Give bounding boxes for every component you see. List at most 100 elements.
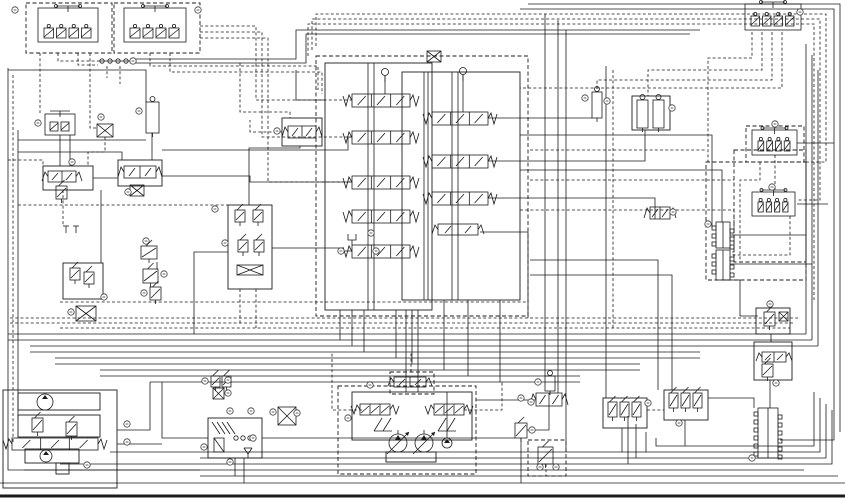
tank-top-cross — [212, 387, 225, 400]
aux-pump-lower — [24, 448, 80, 464]
callout-marker — [581, 94, 589, 102]
left-valve-3 — [142, 262, 159, 287]
small-valve-block — [281, 117, 323, 147]
swing-motor-block — [227, 204, 273, 290]
bottom-spool — [529, 392, 569, 407]
callout-marker — [221, 239, 229, 247]
callout-marker — [201, 377, 209, 385]
hydraulic-tank — [207, 417, 263, 459]
main-pump-2 — [412, 430, 436, 455]
callout-marker — [344, 414, 352, 422]
shuttle-manifold-2 — [711, 249, 735, 281]
solenoid-b-2 — [680, 386, 691, 412]
callout-marker — [534, 378, 542, 386]
right-relief-sub — [778, 311, 789, 322]
pilot-valve-top-right — [744, 0, 802, 31]
callout-marker — [123, 438, 131, 446]
left-spool — [117, 165, 163, 179]
cylinder-left — [145, 96, 160, 137]
pilot-valve-right-2 — [751, 188, 796, 217]
pilot-valve-right-1 — [751, 126, 798, 156]
main-valve-enclosure — [315, 55, 529, 317]
left-bottom-valve — [75, 305, 97, 322]
callout-marker — [536, 463, 544, 471]
callout-marker — [372, 247, 380, 255]
callout-marker — [226, 458, 234, 466]
left-valve-4 — [149, 280, 162, 304]
aux-motor — [39, 449, 53, 463]
pump-unit-enclosure — [337, 385, 477, 475]
pedal-valve-left — [44, 110, 76, 136]
callout-marker — [67, 308, 75, 316]
callout-marker — [100, 293, 108, 301]
enclosed-valve — [537, 440, 554, 468]
callout-marker — [224, 389, 232, 397]
callout-marker — [768, 183, 776, 191]
callout-marker — [669, 208, 677, 216]
callout-marker — [796, 8, 804, 16]
aux-pump-top — [17, 392, 101, 411]
left-check-1 — [55, 179, 68, 203]
right-relief-block — [755, 307, 791, 335]
callout-marker — [748, 454, 756, 462]
left-lower-block — [62, 262, 104, 300]
callout-marker — [644, 399, 652, 407]
pilot-group-left-b-enclosure — [113, 2, 201, 54]
right-assembly-spool — [755, 351, 793, 363]
callout-marker — [194, 6, 202, 14]
aux-valve-2 — [65, 415, 78, 440]
callout-marker — [603, 97, 611, 105]
callout-marker — [83, 461, 91, 469]
lower-block-valve-1 — [69, 261, 81, 284]
aux-port-block — [55, 462, 70, 475]
callout-marker — [226, 407, 234, 415]
aux-valve-mid — [17, 414, 101, 438]
callout-marker — [273, 127, 281, 135]
callout-marker — [552, 463, 560, 471]
callout-marker — [668, 104, 676, 112]
enclosure-boxes — [2, 2, 807, 489]
callout-marker — [771, 120, 779, 128]
callout-marker — [123, 420, 131, 428]
main-spool-6 — [422, 111, 498, 126]
drain-symbol — [63, 225, 79, 233]
left-valve-2 — [140, 239, 158, 263]
main-spool-3 — [342, 175, 420, 190]
solenoid-b-1 — [668, 386, 679, 412]
solenoid-a-2 — [619, 395, 630, 421]
center-drain-symbol — [347, 234, 357, 245]
callout-marker — [366, 381, 374, 389]
pressure-gauge-1 — [381, 68, 389, 82]
aux-valve-1 — [31, 411, 44, 436]
callout-marker — [269, 408, 277, 416]
callout-marker — [68, 158, 76, 166]
callout-marker — [249, 434, 257, 442]
pressure-gauge-2 — [459, 67, 467, 81]
pump-regulator-right — [424, 403, 474, 416]
callout-marker — [527, 398, 535, 406]
right-assembly-valve — [761, 357, 774, 381]
callout-marker — [97, 113, 105, 121]
callout-marker — [517, 394, 525, 402]
right-dashed-enclosure-outer — [705, 161, 807, 281]
callout-marker — [124, 188, 132, 196]
aux-pump — [36, 393, 54, 411]
callout-marker — [704, 220, 712, 228]
callout-marker — [367, 229, 375, 237]
callout-marker — [675, 419, 683, 427]
main-spool-5 — [342, 244, 420, 259]
callout-marker — [766, 300, 774, 308]
left-small-valve — [129, 184, 145, 197]
pump-regulator-left — [350, 403, 400, 416]
tank-internals — [211, 421, 253, 458]
main-spool-8 — [422, 191, 498, 206]
gear-pump — [441, 437, 453, 449]
swing-check-1 — [234, 203, 246, 226]
swing-check-2 — [252, 203, 264, 226]
callout-marker — [142, 237, 150, 245]
swing-relief-1 — [237, 233, 249, 256]
main-spool-9 — [431, 223, 485, 236]
shuttle-manifold-1 — [711, 221, 735, 250]
callout-marker — [140, 289, 148, 297]
